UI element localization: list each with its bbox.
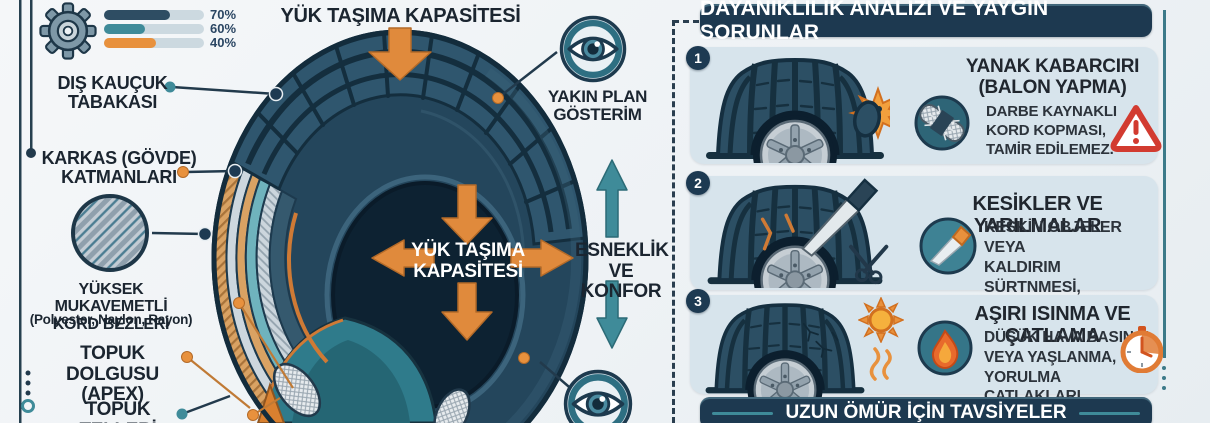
label-load-capacity-top: YÜK TAŞIMA KAPASİTESİ bbox=[280, 5, 521, 27]
problem-card-cuts: 2 KESİKLER VE YARILMALAR KESKİN OBJELER … bbox=[686, 171, 1158, 316]
left-rail bbox=[19, 0, 36, 423]
arrow-up-icon bbox=[596, 159, 628, 238]
crack-marks bbox=[802, 322, 839, 358]
warning-triangle-icon bbox=[1110, 105, 1162, 152]
arrow-down-icon bbox=[441, 282, 493, 341]
knife-illustration-icon bbox=[801, 178, 879, 257]
label-flexibility-comfort: ESNEKLİK VE KONFOR bbox=[575, 240, 669, 303]
problem-card-overheat: 3 AŞIRI ISINMA V bbox=[686, 289, 1164, 405]
card-number-badge: 3 bbox=[686, 289, 710, 313]
gauge-bar-label: 60% bbox=[210, 21, 237, 36]
broken-cord-icon bbox=[914, 95, 970, 151]
label-load-capacity-center: YÜK TAŞIMA KAPASİTESİ bbox=[411, 240, 525, 282]
sun-icon bbox=[858, 297, 904, 343]
cracked-tire-illustration bbox=[700, 297, 870, 397]
knife-icon bbox=[919, 217, 977, 275]
label-bead-wires: TOPUK TELLERİ bbox=[79, 399, 156, 423]
arrow-right-icon bbox=[510, 239, 574, 277]
card-title: YANAK KABARCIRI (BALON YAPMA) bbox=[965, 56, 1140, 99]
bulged-tire-illustration bbox=[700, 51, 890, 163]
card-title: KESİKLER VE YARILMALAR bbox=[972, 193, 1103, 238]
label-outer-rubber: DIŞ KAUÇUK TABAKASI bbox=[57, 73, 168, 113]
eye-icon bbox=[566, 372, 631, 423]
gauge-bar-fill bbox=[104, 10, 170, 20]
card-number-badge: 1 bbox=[686, 46, 710, 70]
rail-dot bbox=[1162, 386, 1166, 390]
right-rail bbox=[1163, 10, 1166, 358]
right-panel-header-text: DAYANIKLILIK ANALİZİ VE YAYGIN SORUNLAR bbox=[700, 0, 1049, 44]
card-title: AŞIRI ISINMA VE ÇATLAMA bbox=[974, 303, 1131, 348]
gauge-bar bbox=[104, 38, 204, 48]
tire-cutaway-diagram bbox=[19, 0, 672, 423]
rail-dot bbox=[1162, 376, 1166, 380]
card-body: DARBE KAYNAKLI KORD KOPMASI, TAMİR EDİLE… bbox=[986, 103, 1117, 159]
right-panel-header: DAYANIKLILIK ANALİZİ VE YAYGIN SORUNLAR bbox=[700, 0, 1152, 44]
tread bbox=[230, 31, 587, 246]
card-body: KESKİN OBJELER VEYA KALDIRIM SÜRTNMESİ, … bbox=[984, 219, 1122, 316]
panel-divider-connector bbox=[673, 20, 699, 23]
flame-icon bbox=[917, 320, 973, 376]
crack-mark bbox=[760, 217, 773, 251]
rail-dot bbox=[1162, 366, 1166, 370]
cut-tire-illustration bbox=[700, 178, 889, 288]
arrow-down-icon bbox=[596, 280, 628, 349]
right-panel-footer-text: UZUN ÖMÜR İÇİN TAVSİYELER bbox=[785, 402, 1067, 423]
heat-icon bbox=[869, 347, 892, 381]
label-cord-materials: (Polyester, Naylon, Rayon) bbox=[29, 312, 193, 327]
gear-icon bbox=[39, 2, 97, 60]
gauge-bar-fill bbox=[104, 38, 156, 48]
panel-divider bbox=[672, 20, 675, 423]
label-closeup-view: YAKIN PLAN GÖSTERİM bbox=[547, 87, 648, 125]
scissors-icon bbox=[849, 244, 889, 285]
load-arrows bbox=[368, 27, 574, 341]
clock-icon bbox=[1120, 326, 1164, 373]
gauge-bar-label: 70% bbox=[210, 7, 237, 22]
woven-pattern-icon bbox=[71, 194, 149, 272]
right-panel-footer: UZUN ÖMÜR İÇİN TAVSİYELER bbox=[700, 397, 1152, 423]
eye-icon bbox=[562, 18, 625, 81]
gauge-bar bbox=[104, 10, 204, 20]
arrow-down-icon bbox=[368, 27, 432, 81]
connector-dots bbox=[164, 81, 530, 421]
divider-line bbox=[1078, 411, 1141, 415]
gauge-bar bbox=[104, 24, 204, 34]
inner-liner bbox=[256, 212, 471, 423]
card-number-badge: 2 bbox=[686, 171, 710, 195]
label-bead-filler: TOPUK DOLGUSU (APEX) bbox=[66, 343, 159, 406]
divider-line bbox=[712, 411, 774, 415]
flexibility-arrows bbox=[596, 159, 628, 349]
label-cord-fabrics: YÜKSEK MUKAVEMETLİ KORD BEZLERİ bbox=[52, 281, 170, 333]
arrow-left-icon bbox=[371, 239, 435, 277]
gauge-bar-label: 40% bbox=[210, 35, 237, 50]
gauge-bar-fill bbox=[104, 24, 145, 34]
arrow-down-icon bbox=[441, 184, 493, 245]
label-carcass-layers: KARKAS (GÖVDE) KATMANLARI bbox=[41, 148, 197, 188]
problem-card-sidewall-bulge: 1 YANAK KABARCIRI (BALON YAPMA) DARBE KA… bbox=[686, 46, 1162, 164]
sidewall-bulge bbox=[852, 100, 882, 138]
